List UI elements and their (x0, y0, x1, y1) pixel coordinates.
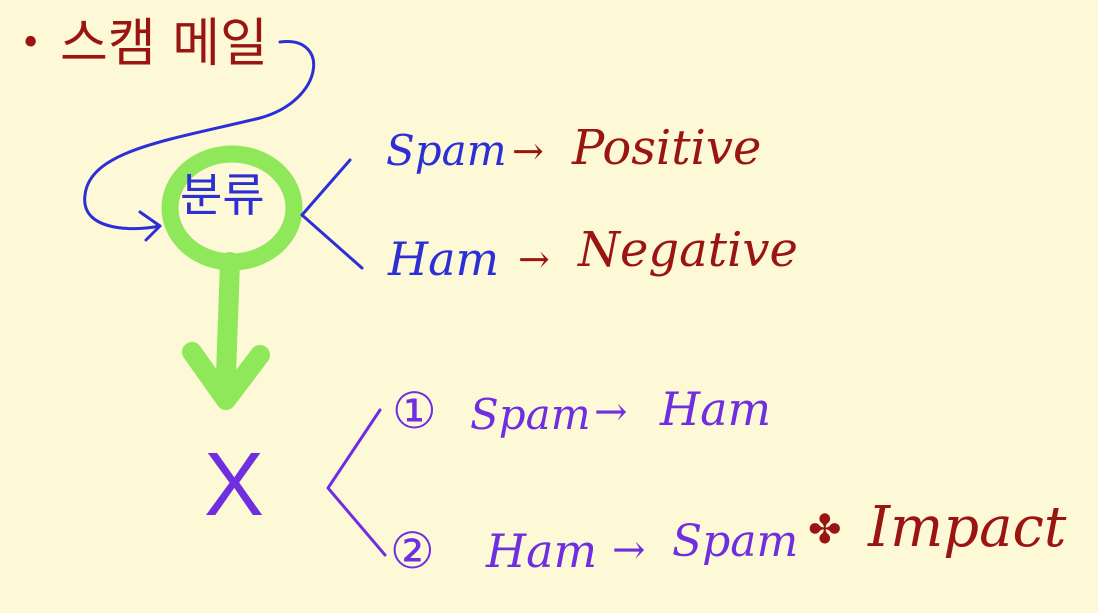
center-word: 분류 (180, 168, 265, 222)
blue-bracket (300, 158, 364, 270)
highlight-arrow-head (182, 342, 270, 410)
purple-bracket (326, 408, 387, 557)
case1-to: Ham (660, 382, 772, 436)
ham-arrow: → (518, 237, 550, 281)
impact-label: Impact (868, 495, 1067, 560)
curved-arrow (83, 40, 316, 231)
highlight-stem (216, 252, 240, 385)
case2-to: Spam (672, 516, 799, 567)
case2-arrow: → (612, 527, 646, 573)
wrong-mark: X (204, 435, 265, 535)
negative-label: Negative (578, 222, 798, 278)
ham-label: Ham (388, 232, 500, 286)
spam-label: Spam (386, 126, 507, 175)
case1-arrow: → (594, 389, 628, 435)
case1-number: ① (392, 382, 437, 440)
title-bullet: • (20, 23, 42, 64)
positive-label: Positive (572, 120, 762, 176)
spam-arrow: → (512, 129, 544, 173)
case2-number: ② (390, 522, 435, 580)
case2-from: Ham (486, 524, 598, 578)
title-text: 스캠 메일 (60, 14, 268, 74)
case1-from: Spam (470, 390, 591, 439)
curved-arrow-head (138, 210, 162, 242)
impact-star-icon: ✤ (808, 507, 842, 553)
